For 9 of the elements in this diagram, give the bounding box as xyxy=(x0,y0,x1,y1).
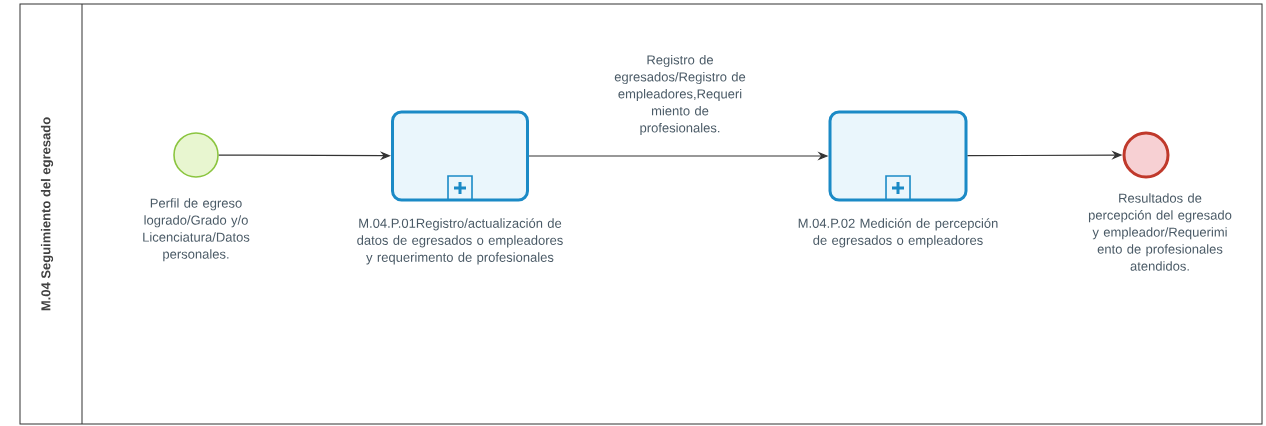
node-label: M.04.P.02 Medición de percepción de egresados o empleadores xyxy=(798,218,998,248)
subprocess-box: M.04.P.01Registro/actualización de datos de egresados o empleadores y requerimento de profesionales xyxy=(357,110,563,265)
edge-label: Registro de egresados/Registro de empleadores,Requeri miento de profesionales. xyxy=(614,54,746,136)
node-label: Resultados de percepción del egresado y empleador/Requerimi ento de profesionales atendidos. xyxy=(1088,193,1232,271)
subprocess-box: M.04.P.02 Medición de percepción de egresados o empleadores xyxy=(798,110,998,248)
node-label: Perfil de egreso logrado/Grado y/o Licenciatura/Datos personales. xyxy=(143,198,250,262)
node-label: M.04.P.01Registro/actualización de datos de egresados o empleadores y requerimento de profesionales xyxy=(357,218,563,265)
end-event: Resultados de percepción del egresado y empleador/Requerimi ento de profesionales atendidos. xyxy=(1088,131,1232,271)
start-event: Perfil de egreso logrado/Grado y/o Licenciatura/Datos personales. xyxy=(143,132,250,262)
